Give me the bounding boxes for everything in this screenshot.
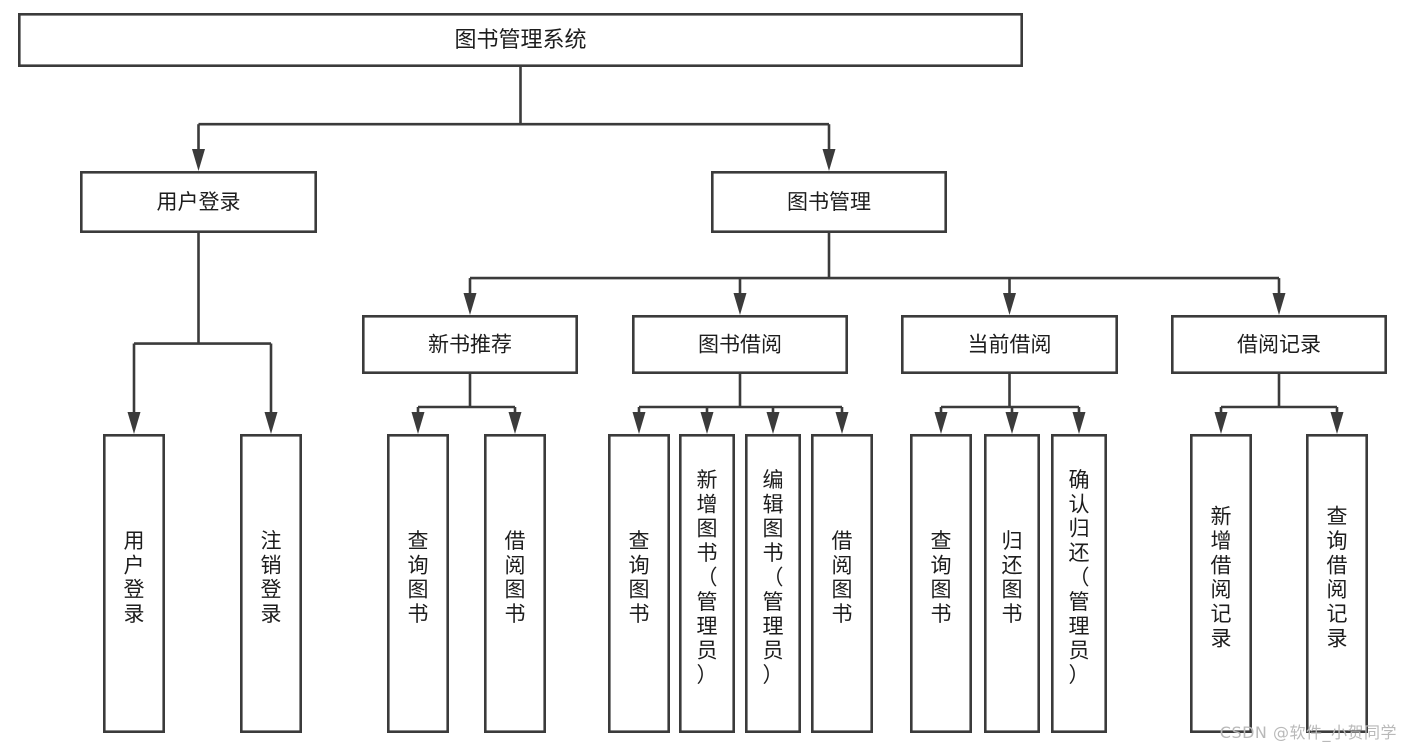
- node-box: [607, 433, 670, 733]
- node-box: [103, 433, 166, 733]
- node-leaf-confirm-return-admin[interactable]: 确认归还（管理员）: [1051, 433, 1108, 733]
- node-book-borrow[interactable]: 图书借阅: [631, 314, 848, 374]
- arrow-head-icon: [822, 149, 836, 171]
- node-box: [386, 433, 449, 733]
- node-leaf-add-borrow-record[interactable]: 新增借阅记录: [1190, 433, 1253, 733]
- node-book-manage[interactable]: 图书管理: [710, 171, 947, 234]
- node-box: [810, 433, 873, 733]
- node-box: [983, 433, 1040, 733]
- node-label: 新增图书（管理员）: [697, 468, 718, 687]
- node-leaf-edit-book-admin[interactable]: 编辑图书（管理员）: [744, 433, 801, 733]
- node-label: 图书管理: [787, 190, 871, 214]
- node-leaf-query-book-2[interactable]: 查询图书: [607, 433, 670, 733]
- node-label: 编辑图书（管理员）: [763, 468, 784, 687]
- node-box: [1051, 433, 1108, 733]
- arrow-head-icon: [1003, 293, 1016, 315]
- node-label: 新书推荐: [428, 333, 512, 357]
- node-label: 当前借阅: [968, 333, 1052, 357]
- node-leaf-borrow-book-1[interactable]: 借阅图书: [483, 433, 546, 733]
- node-leaf-query-book-3[interactable]: 查询图书: [909, 433, 972, 733]
- arrow-head-icon: [934, 412, 948, 434]
- node-leaf-query-borrow-record[interactable]: 查询借阅记录: [1306, 433, 1369, 733]
- node-new-book-recommend[interactable]: 新书推荐: [361, 314, 578, 374]
- node-box: [1306, 433, 1369, 733]
- arrow-head-icon: [411, 412, 425, 434]
- connector-group: [1214, 374, 1344, 434]
- node-leaf-user-login[interactable]: 用户登录: [103, 433, 166, 733]
- node-label: 确认归还（管理员）: [1069, 468, 1090, 687]
- node-box: [361, 314, 578, 374]
- arrow-head-icon: [733, 293, 747, 315]
- arrow-head-icon: [1272, 293, 1286, 315]
- arrow-head-icon: [1005, 412, 1019, 434]
- node-box: [678, 433, 735, 733]
- arrow-head-icon: [1330, 412, 1344, 434]
- connector-group: [411, 374, 522, 434]
- node-layer: 图书管理系统用户登录图书管理新书推荐图书借阅当前借阅借阅记录用户登录注销登录查询…: [17, 13, 1388, 733]
- node-box: [1190, 433, 1253, 733]
- arrow-head-icon: [463, 293, 477, 315]
- node-box: [900, 314, 1118, 374]
- node-label: 查询图书: [408, 529, 429, 626]
- node-leaf-logout-login[interactable]: 注销登录: [240, 433, 303, 733]
- node-label: 新增借阅记录: [1211, 505, 1232, 651]
- node-root[interactable]: 图书管理系统: [17, 13, 1024, 68]
- node-label: 查询借阅记录: [1327, 505, 1348, 651]
- arrow-head-icon: [508, 412, 522, 434]
- node-label: 用户登录: [157, 190, 241, 214]
- arrow-head-icon: [766, 412, 780, 434]
- arrow-head-icon: [1214, 412, 1228, 434]
- node-box: [744, 433, 801, 733]
- node-box: [631, 314, 848, 374]
- node-box: [240, 433, 303, 733]
- node-label: 图书管理系统: [454, 28, 586, 53]
- node-box: [1171, 314, 1388, 374]
- node-label: 用户登录: [124, 529, 145, 626]
- node-box: [909, 433, 972, 733]
- node-box: [80, 171, 317, 234]
- node-current-borrow[interactable]: 当前借阅: [900, 314, 1118, 374]
- connector-group: [934, 374, 1086, 434]
- arrow-head-icon: [192, 149, 205, 171]
- node-label: 借阅图书: [505, 529, 526, 626]
- node-label: 归还图书: [1002, 529, 1023, 626]
- connector-group: [463, 233, 1286, 315]
- node-box: [17, 13, 1024, 68]
- node-leaf-borrow-book-2[interactable]: 借阅图书: [810, 433, 873, 733]
- node-leaf-return-book[interactable]: 归还图书: [983, 433, 1040, 733]
- node-leaf-add-book-admin[interactable]: 新增图书（管理员）: [678, 433, 735, 733]
- arrow-head-icon: [1072, 412, 1086, 434]
- arrow-head-icon: [700, 412, 714, 434]
- node-label: 图书借阅: [698, 333, 782, 357]
- node-user-login[interactable]: 用户登录: [80, 171, 317, 234]
- arrow-head-icon: [264, 412, 278, 434]
- connector-group: [127, 233, 278, 434]
- node-label: 借阅图书: [832, 529, 853, 626]
- connector-layer: [127, 67, 1344, 434]
- node-label: 注销登录: [261, 529, 282, 626]
- node-label: 借阅记录: [1237, 333, 1321, 357]
- watermark-text: CSDN @软件_小贺同学: [1219, 723, 1397, 742]
- node-box: [483, 433, 546, 733]
- arrow-head-icon: [835, 412, 849, 434]
- connector-group: [192, 67, 836, 171]
- arrow-head-icon: [127, 412, 141, 434]
- node-leaf-query-book-1[interactable]: 查询图书: [386, 433, 449, 733]
- node-box: [710, 171, 947, 234]
- arrow-head-icon: [632, 412, 646, 434]
- node-label: 查询图书: [629, 529, 650, 626]
- node-borrow-records[interactable]: 借阅记录: [1171, 314, 1388, 374]
- node-label: 查询图书: [931, 529, 952, 626]
- connector-group: [632, 374, 849, 434]
